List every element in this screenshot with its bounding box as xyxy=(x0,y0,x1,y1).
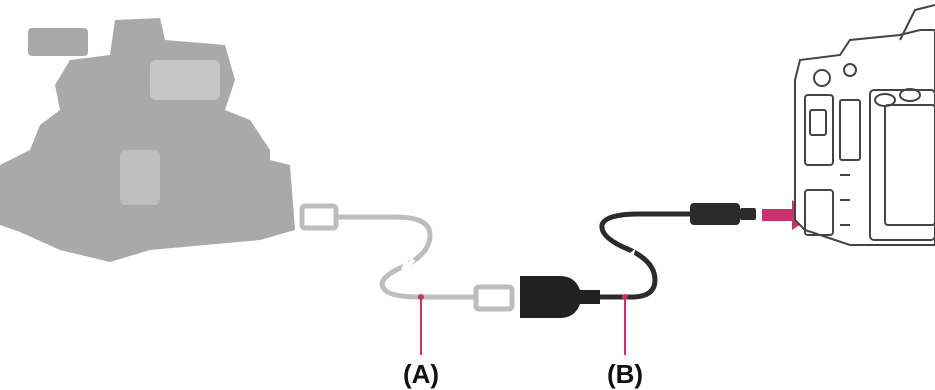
cable-b-wire xyxy=(599,211,690,300)
cable-a-connector-right xyxy=(473,284,515,312)
adapter xyxy=(520,276,600,318)
label-b: (B) xyxy=(607,359,643,389)
cable-b xyxy=(599,203,756,300)
cable-b-connector-tip xyxy=(740,208,756,220)
callout-dot-a xyxy=(418,294,424,300)
cable-b-connector xyxy=(690,203,740,225)
label-a: (A) xyxy=(403,359,439,389)
camcorder-icon xyxy=(0,18,295,262)
cable-b-break-mark xyxy=(620,248,640,274)
cable-a xyxy=(299,203,515,312)
adapter-body xyxy=(520,276,600,318)
cable-a-wire xyxy=(336,214,476,300)
cable-a-connector-left xyxy=(299,203,339,231)
cable-a-break-mark xyxy=(396,248,416,274)
camera-icon xyxy=(794,4,935,246)
callout-dot-b xyxy=(622,294,628,300)
